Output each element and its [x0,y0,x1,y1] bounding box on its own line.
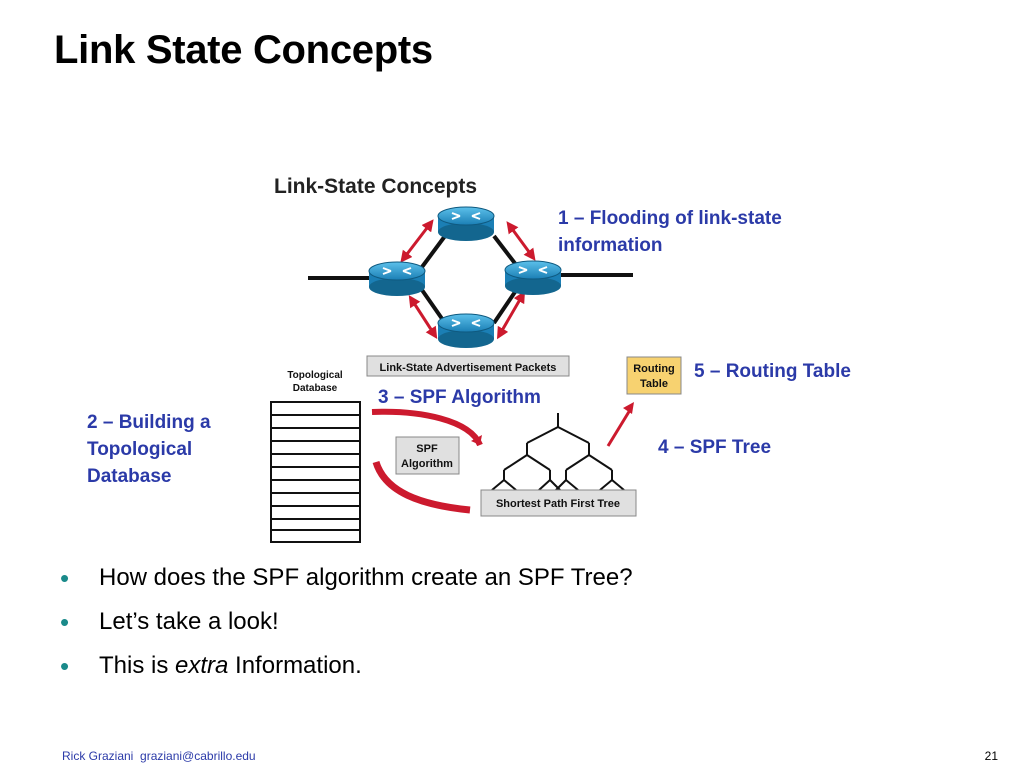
emphasis-text: extra [175,652,229,679]
list-item: • How does the SPF algorithm create an S… [60,560,633,604]
router-icon [368,261,426,296]
svg-text:Shortest Path First Tree: Shortest Path First Tree [496,498,620,510]
svg-text:Algorithm: Algorithm [401,458,453,470]
diagram-title: Link-State Concepts [274,175,477,198]
callout-flooding: 1 – Flooding of link-state information [558,208,782,256]
page-number: 21 [984,749,998,763]
router-icon [504,260,562,295]
flooding-arrows [400,219,536,340]
slide-title: Link State Concepts [54,28,433,72]
router-icon [437,313,495,348]
bullet-icon: • [60,607,70,637]
spf-algorithm-box: SPF Algorithm [395,436,460,475]
list-item: • Let’s take a look! [60,604,633,648]
bullet-icon: • [60,651,70,681]
callout-topological-database: 2 – Building a Topological Database [87,412,211,487]
topological-database: Topological Database [270,370,361,543]
spf-process-arrows [371,408,483,514]
list-item: • This is extra Information. [60,648,633,692]
lsa-packets-label: Link-State Advertisement Packets [366,355,570,377]
topological-database-label: Topological [287,370,343,381]
spf-tree-label: Shortest Path First Tree [480,489,637,517]
bullet-list: • How does the SPF algorithm create an S… [60,560,633,692]
router-icon [437,206,495,241]
svg-text:Database: Database [293,383,338,394]
callout-spf-algorithm: 3 – SPF Algorithm [378,387,541,408]
callout-spf-tree: 4 – SPF Tree [658,437,772,458]
bullet-icon: • [60,563,70,593]
svg-text:Routing: Routing [633,363,675,375]
routing-table-arrow [606,402,634,447]
svg-text:Link-State Advertisement Packe: Link-State Advertisement Packets [380,362,557,374]
svg-text:Table: Table [640,378,668,390]
callout-routing-table: 5 – Routing Table [694,361,851,382]
footer-author: Rick Graziani graziani@cabrillo.edu [62,749,256,763]
spf-tree [491,413,625,491]
routing-table-box: Routing Table [626,356,682,395]
svg-text:SPF: SPF [416,443,438,455]
